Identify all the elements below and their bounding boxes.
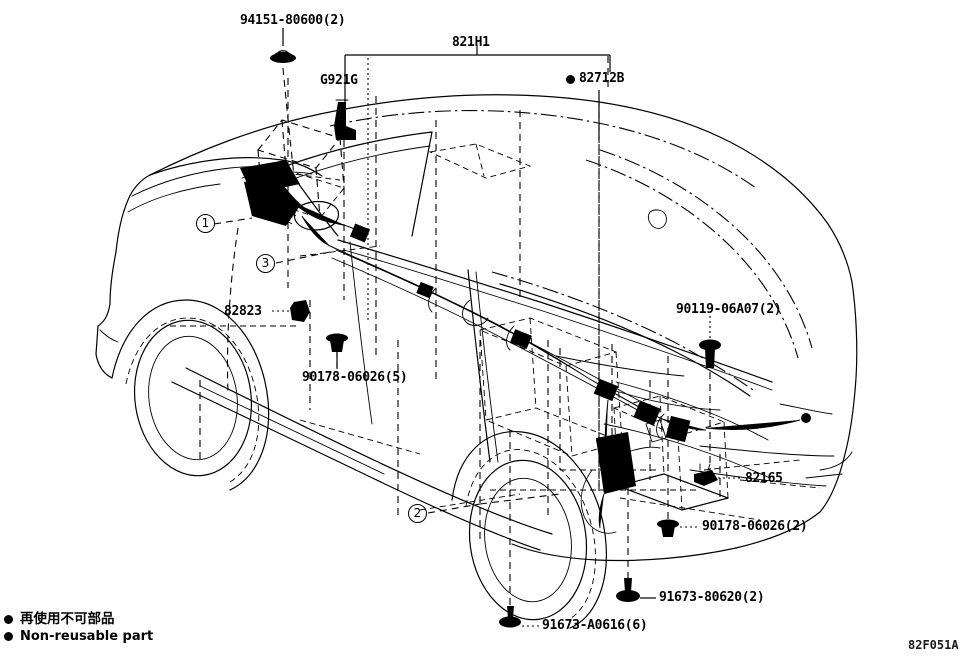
legend-row-en: Non-reusable part [4,628,153,645]
filled-circle-icon [4,615,13,624]
wire-harness-main-821H1 [240,99,811,534]
callout-3[interactable]: 3 [256,254,275,273]
bolt-icon-91673-A0616 [499,606,521,628]
figure-code: 82F051A [908,638,959,652]
bolt-icon-90119 [699,339,721,368]
legend-row-jp: 再使用不可部品 [4,611,153,628]
part-label-91673-80620-2[interactable]: 91673-80620(2) [659,590,765,605]
legend: 再使用不可部品 Non-reusable part [4,611,153,645]
fastener-icons [270,50,721,628]
part-label-94151-80600[interactable]: 94151-80600(2) [240,13,346,28]
bolt-icon-91673-80620 [616,578,640,602]
part-label-82165[interactable]: 82165 [745,471,783,486]
legend-label-jp: 再使用不可部品 [20,610,115,627]
part-label-91673-A0616-6[interactable]: 91673-A0616(6) [542,618,648,633]
leader-lines [213,28,843,627]
part-label-90119-06A07-2[interactable]: 90119-06A07(2) [676,302,782,317]
part-label-82823[interactable]: 82823 [224,304,262,319]
part-label-82712B[interactable]: 82712B [579,71,625,86]
filled-circle-icon [4,632,13,641]
nut-icon-94151 [270,50,296,63]
callout-1[interactable]: 1 [196,214,215,233]
part-label-90178-06026-5[interactable]: 90178-06026(5) [302,370,408,385]
vehicle-body-outline [95,94,858,629]
legend-label-en: Non-reusable part [20,629,154,644]
clip-icon-90178-5 [326,333,348,352]
callout-2[interactable]: 2 [408,504,427,523]
part-label-G921G[interactable]: G921G [320,73,358,88]
non-reusable-marker-82712B [566,75,575,84]
clip-icon-90178-2 [657,519,679,537]
part-label-821H1[interactable]: 821H1 [452,35,490,50]
part-label-90178-06026-2[interactable]: 90178-06026(2) [702,519,808,534]
